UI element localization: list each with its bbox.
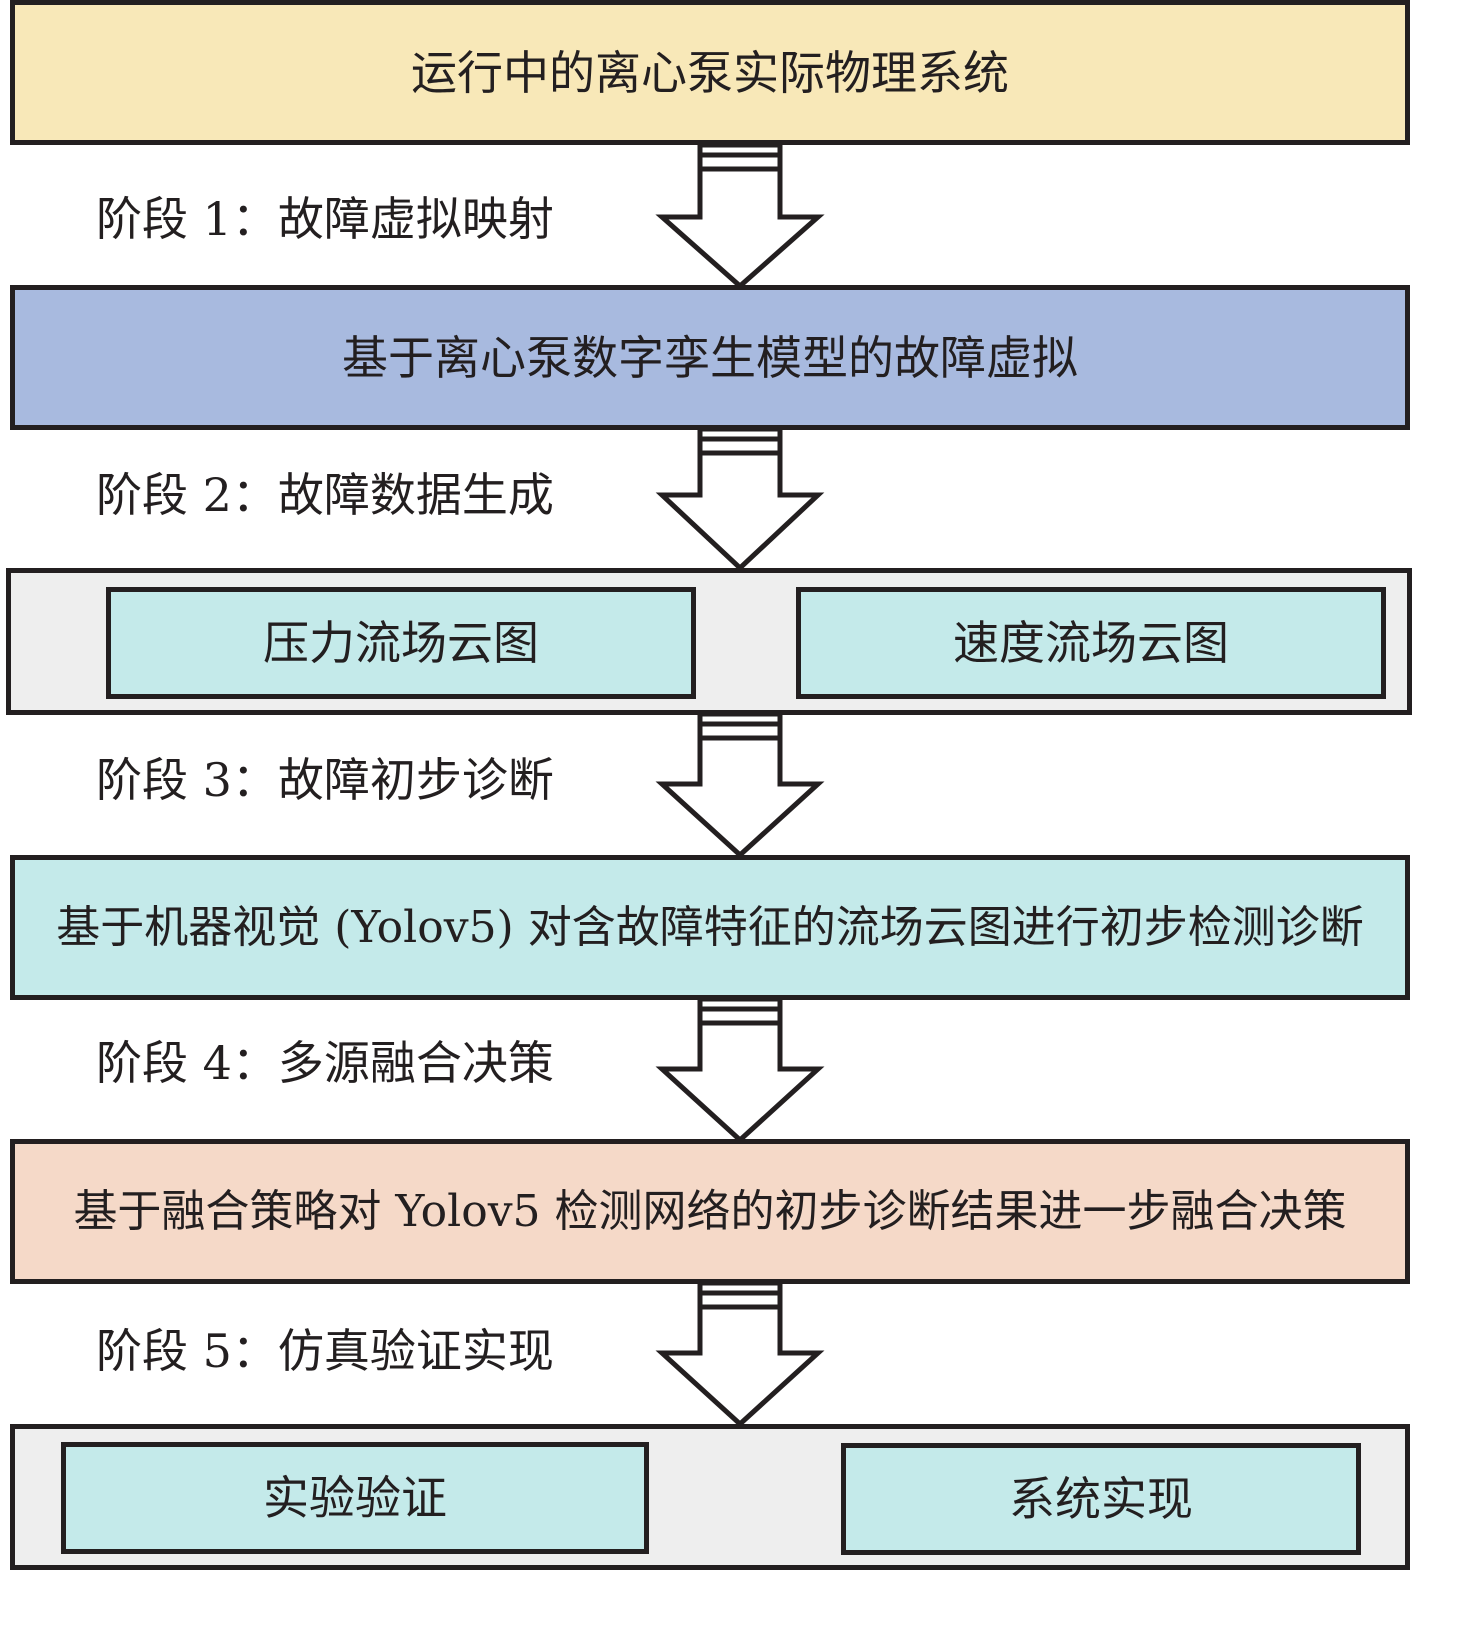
- vision-diagnosis-label: 基于机器视觉 (Yolov5) 对含故障特征的流场云图进行初步检测诊断: [56, 901, 1364, 953]
- down-arrow-icon: [655, 711, 825, 859]
- down-arrow-icon: [655, 996, 825, 1144]
- stage-1-label: 阶段 1：故障虚拟映射: [96, 192, 554, 246]
- fusion-decision-box: 基于融合策略对 Yolov5 检测网络的初步诊断结果进一步融合决策: [10, 1139, 1410, 1284]
- down-arrow-icon: [655, 426, 825, 572]
- stage-2-label: 阶段 2：故障数据生成: [96, 468, 554, 522]
- stage-4-label: 阶段 4：多源融合决策: [96, 1036, 554, 1090]
- velocity-flow-field-label: 速度流场云图: [953, 616, 1229, 670]
- stage-3-label: 阶段 3：故障初步诊断: [96, 753, 554, 807]
- pressure-flow-field-label: 压力流场云图: [263, 616, 539, 670]
- vision-diagnosis-box: 基于机器视觉 (Yolov5) 对含故障特征的流场云图进行初步检测诊断: [10, 855, 1410, 1000]
- experiment-verification-box: 实验验证: [61, 1442, 649, 1554]
- pressure-flow-field-box: 压力流场云图: [106, 587, 696, 699]
- down-arrow-icon: [655, 142, 825, 290]
- flow-field-group: 压力流场云图 速度流场云图: [6, 568, 1412, 715]
- digital-twin-label: 基于离心泵数字孪生模型的故障虚拟: [342, 330, 1078, 385]
- system-implementation-label: 系统实现: [1009, 1472, 1193, 1526]
- velocity-flow-field-box: 速度流场云图: [796, 587, 1386, 699]
- system-implementation-box: 系统实现: [841, 1443, 1361, 1555]
- verification-group: 实验验证 系统实现: [10, 1424, 1410, 1570]
- digital-twin-box: 基于离心泵数字孪生模型的故障虚拟: [10, 285, 1410, 430]
- experiment-verification-label: 实验验证: [263, 1471, 447, 1525]
- down-arrow-icon: [655, 1280, 825, 1428]
- fusion-decision-label: 基于融合策略对 Yolov5 检测网络的初步诊断结果进一步融合决策: [73, 1185, 1347, 1237]
- stage-5-label: 阶段 5：仿真验证实现: [96, 1324, 554, 1378]
- physical-system-box: 运行中的离心泵实际物理系统: [10, 0, 1410, 145]
- physical-system-label: 运行中的离心泵实际物理系统: [411, 45, 1009, 100]
